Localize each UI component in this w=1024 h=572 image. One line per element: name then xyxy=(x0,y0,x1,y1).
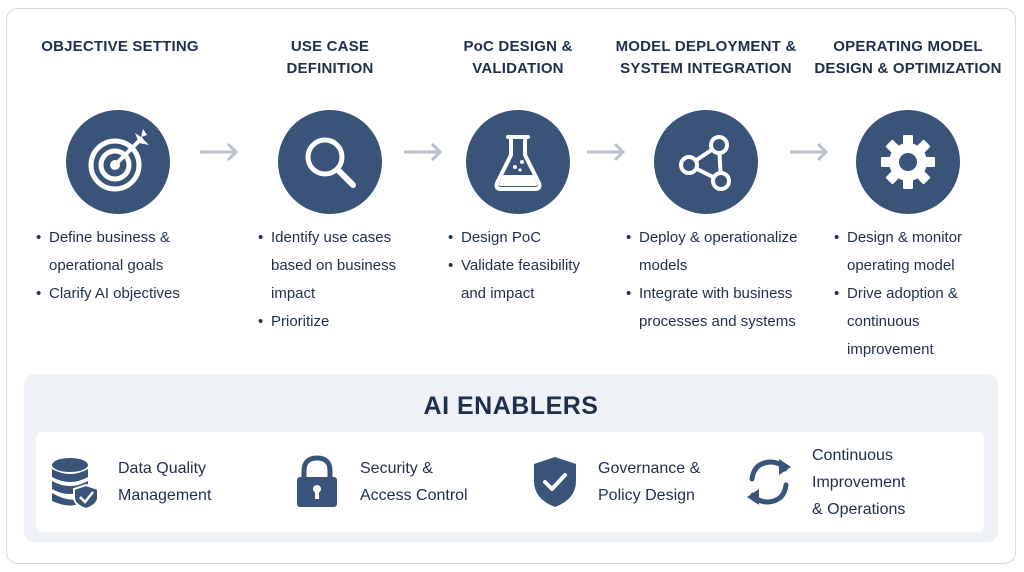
bullet-item: Clarify AI objectives xyxy=(36,280,180,308)
bullet-line: processes and systems xyxy=(639,313,796,330)
bullet-line: impact xyxy=(271,285,316,302)
enabler-label: Security & Access Control xyxy=(360,455,468,509)
bullet-item: Identify use cases based on business imp… xyxy=(258,224,396,308)
bullet-item: Deploy & operationalize models xyxy=(626,224,797,280)
step-title-line: OBJECTIVE SETTING xyxy=(41,38,199,55)
step-icon-circle xyxy=(654,110,758,214)
refresh-cycle-icon xyxy=(747,459,791,505)
enablers-panel: Data Quality Management Security & Acces… xyxy=(36,432,984,532)
step-bullets: Design & monitor operating model Drive a… xyxy=(834,224,1008,364)
bullet-item: Define business & operational goals xyxy=(36,224,180,280)
flask-icon xyxy=(494,135,542,191)
bullet-line: Clarify AI objectives xyxy=(49,285,180,302)
step-title-line: USE CASE xyxy=(290,38,370,55)
step-title-line: VALIDATION xyxy=(472,60,564,77)
step-title-line: MODEL DEPLOYMENT & xyxy=(615,38,797,55)
enabler-label-line: & Operations xyxy=(812,500,906,518)
padlock-icon xyxy=(297,455,337,507)
bullet-line: Prioritize xyxy=(271,313,330,330)
step-title: PoC DESIGN & VALIDATION xyxy=(418,36,618,80)
step-title-line: OPERATING MODEL xyxy=(833,38,983,55)
gear-icon xyxy=(881,135,935,189)
network-icon xyxy=(679,135,731,191)
bullet-line: operational goals xyxy=(49,257,164,274)
bullet-line: models xyxy=(639,257,688,274)
enablers-title: AI ENABLERS xyxy=(423,392,599,420)
step-title: MODEL DEPLOYMENT & SYSTEM INTEGRATION xyxy=(606,36,806,80)
enabler-label-line: Policy Design xyxy=(598,487,695,504)
bullet-item: Design PoC xyxy=(448,224,580,252)
enabler-label: Governance & Policy Design xyxy=(598,455,700,509)
arrow-right-icon xyxy=(404,142,443,162)
step-bullets: Define business & operational goals Clar… xyxy=(36,224,180,308)
bullet-line: Design & monitor xyxy=(847,229,963,246)
step-title-line: DESIGN & OPTIMIZATION xyxy=(814,60,1002,77)
enabler-label-line: Management xyxy=(118,487,212,504)
enabler-label-line: Security & xyxy=(360,460,433,477)
enabler-label-line: Governance & xyxy=(598,460,701,477)
bullet-line: Drive adoption & xyxy=(847,285,958,302)
enabler-label-line: Continuous Improvement xyxy=(812,446,906,491)
step-title-line: DEFINITION xyxy=(286,60,374,77)
enabler-security: Security & Access Control xyxy=(292,432,468,532)
enabler-label-line: Access Control xyxy=(360,487,468,504)
bullet-line: Integrate with business xyxy=(639,285,793,302)
step-bullets: Identify use cases based on business imp… xyxy=(258,224,396,336)
shield-check-icon xyxy=(534,457,576,507)
step-icon-circle xyxy=(66,110,170,214)
bullet-item: Integrate with business processes and sy… xyxy=(626,280,797,336)
enabler-data-quality: Data Quality Management xyxy=(50,432,211,532)
step-title: USE CASE DEFINITION xyxy=(230,36,430,80)
bullet-line: continuous improvement xyxy=(847,313,934,358)
bullet-line: Identify use cases xyxy=(271,229,392,246)
magnifier-icon xyxy=(305,137,356,188)
bullet-line: Design PoC xyxy=(461,229,542,246)
step-bullets: Design PoC Validate feasibility and impa… xyxy=(448,224,580,308)
arrow-right-icon xyxy=(790,142,829,162)
arrow-right-icon xyxy=(587,142,626,162)
step-title-line: SYSTEM INTEGRATION xyxy=(620,60,792,77)
bullet-line: Define business & xyxy=(49,229,170,246)
bullet-item: Drive adoption & continuous improvement xyxy=(834,280,1008,364)
step-icon-circle xyxy=(466,110,570,214)
ai-enablers-section: AI ENABLERS Data Quality Management xyxy=(24,374,998,542)
step-title-line: PoC DESIGN & xyxy=(463,38,573,55)
enabler-label: Continuous Improvement & Operations xyxy=(812,442,984,523)
step-icon-circle xyxy=(856,110,960,214)
enabler-governance: Governance & Policy Design xyxy=(530,432,700,532)
bullet-item: Prioritize xyxy=(258,308,396,336)
bullet-line: Validate feasibility xyxy=(461,257,580,274)
bullet-item: Design & monitor operating model xyxy=(834,224,1008,280)
bullet-item: Validate feasibility and impact xyxy=(448,252,580,308)
bullet-line: and impact xyxy=(461,285,535,302)
enabler-label-line: Data Quality xyxy=(118,460,207,477)
enabler-label: Data Quality Management xyxy=(118,455,211,509)
step-title: OBJECTIVE SETTING xyxy=(20,36,220,58)
step-bullets: Deploy & operationalize models Integrate… xyxy=(626,224,797,336)
bullet-line: operating model xyxy=(847,257,955,274)
bullet-line: based on business xyxy=(271,257,397,274)
arrow-right-icon xyxy=(200,142,239,162)
step-icon-circle xyxy=(278,110,382,214)
database-check-icon xyxy=(52,458,99,509)
step-title: OPERATING MODEL DESIGN & OPTIMIZATION xyxy=(808,36,1008,80)
enabler-continuous-improvement: Continuous Improvement & Operations xyxy=(744,432,984,532)
bullet-line: Deploy & operationalize xyxy=(639,229,798,246)
target-icon xyxy=(88,129,149,192)
